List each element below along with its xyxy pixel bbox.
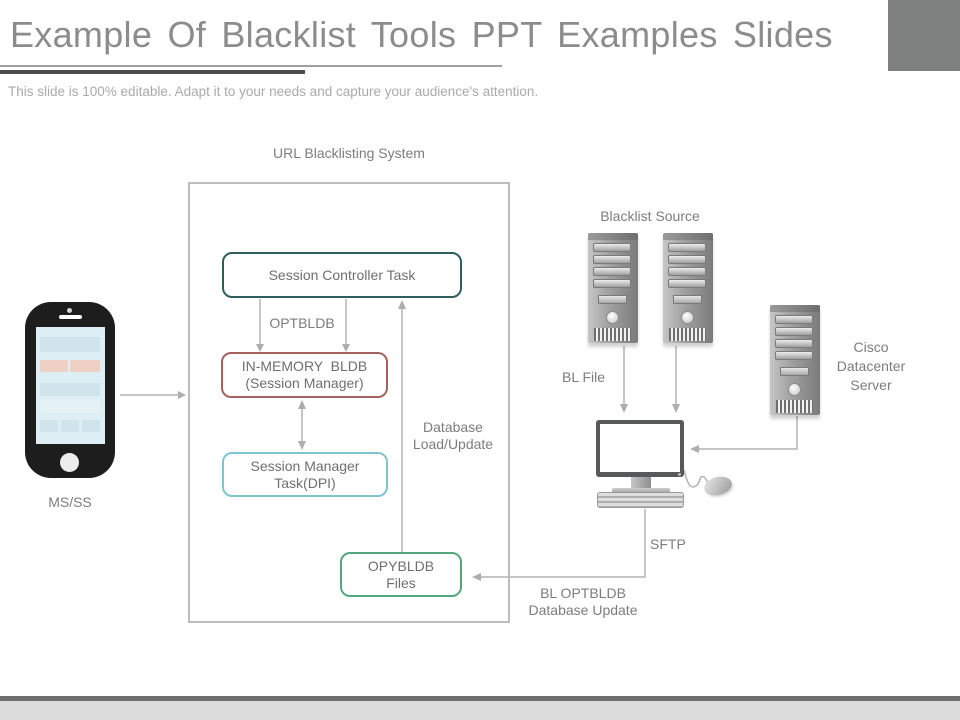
phone-screen-bar xyxy=(40,337,100,352)
tower-cap xyxy=(588,233,638,240)
tower-slot xyxy=(780,367,809,376)
tower-cap xyxy=(770,305,820,312)
phone-speaker-bar xyxy=(59,315,82,319)
tower-bay xyxy=(775,315,813,324)
phone-screen-bar xyxy=(40,400,100,413)
cisco-server-tower-icon xyxy=(770,305,820,415)
monitor-power-dot xyxy=(678,473,681,476)
node-in-memory-bldb: IN-MEMORY BLDB (Session Manager) xyxy=(221,352,388,398)
label-database-load-update: Database Load/Update xyxy=(412,419,494,452)
label-cisco-datacenter-server: Cisco Datacenter Server xyxy=(836,339,906,393)
tower-bay xyxy=(668,267,706,276)
monitor-screen xyxy=(600,424,680,472)
node-opybldb-files: OPYBLDB Files xyxy=(340,552,462,597)
phone-screen xyxy=(36,327,105,444)
tower-power-button xyxy=(788,383,801,396)
label-sftp: SFTP xyxy=(650,536,686,552)
tower-vent-grille xyxy=(669,328,706,341)
tower-vent-grille xyxy=(594,328,631,341)
tower-bay xyxy=(593,243,631,252)
label-bl-file: BL File xyxy=(562,369,606,385)
title-underline-thin xyxy=(0,65,502,67)
smartphone-icon xyxy=(25,302,115,478)
phone-home-button xyxy=(60,453,79,472)
desktop-monitor-icon xyxy=(596,420,684,477)
phone-screen-bar xyxy=(40,383,100,396)
tower-bay xyxy=(668,279,706,288)
phone-screen-tile xyxy=(61,420,79,432)
tower-bay xyxy=(775,339,813,348)
tower-power-button xyxy=(606,311,619,324)
label-bl-optbldb-database-update: BL OPTBLDB Database Update xyxy=(528,585,638,618)
server-tower-icon xyxy=(663,233,713,343)
monitor-stand-base xyxy=(612,488,670,495)
container-title: URL Blacklisting System xyxy=(273,145,425,161)
label-blacklist-source: Blacklist Source xyxy=(600,208,700,224)
corner-accent-square xyxy=(888,0,960,71)
tower-cap xyxy=(663,233,713,240)
url-blacklisting-system-box xyxy=(188,182,510,623)
footer-strip xyxy=(0,701,960,720)
phone-screen-tile xyxy=(40,420,58,432)
title-underline-thick xyxy=(0,70,305,74)
page-title: Example Of Blacklist Tools PPT Examples … xyxy=(10,14,833,55)
keyboard-icon xyxy=(597,492,684,508)
phone-screen-tile xyxy=(82,420,100,432)
phone-screen-bar xyxy=(70,360,100,372)
monitor-stand-neck xyxy=(631,477,651,490)
footer-accent-bar xyxy=(0,696,960,701)
tower-vent-grille xyxy=(776,400,813,413)
node-session-manager-task: Session Manager Task(DPI) xyxy=(222,452,388,497)
node-session-controller-task: Session Controller Task xyxy=(222,252,462,298)
tower-bay xyxy=(775,351,813,360)
tower-bay xyxy=(593,255,631,264)
tower-bay xyxy=(593,279,631,288)
tower-bay xyxy=(668,243,706,252)
slide-subtitle: This slide is 100% editable. Adapt it to… xyxy=(8,84,539,99)
mouse-icon xyxy=(702,473,734,499)
tower-slot xyxy=(598,295,627,304)
tower-power-button xyxy=(681,311,694,324)
tower-slot xyxy=(673,295,702,304)
label-ms-ss: MS/SS xyxy=(48,494,92,510)
phone-screen-bar xyxy=(40,360,68,372)
phone-camera-dot xyxy=(67,308,72,313)
tower-bay xyxy=(593,267,631,276)
tower-bay xyxy=(668,255,706,264)
tower-bay xyxy=(775,327,813,336)
label-optbldb: OPTBLDB xyxy=(269,315,335,331)
server-tower-icon xyxy=(588,233,638,343)
